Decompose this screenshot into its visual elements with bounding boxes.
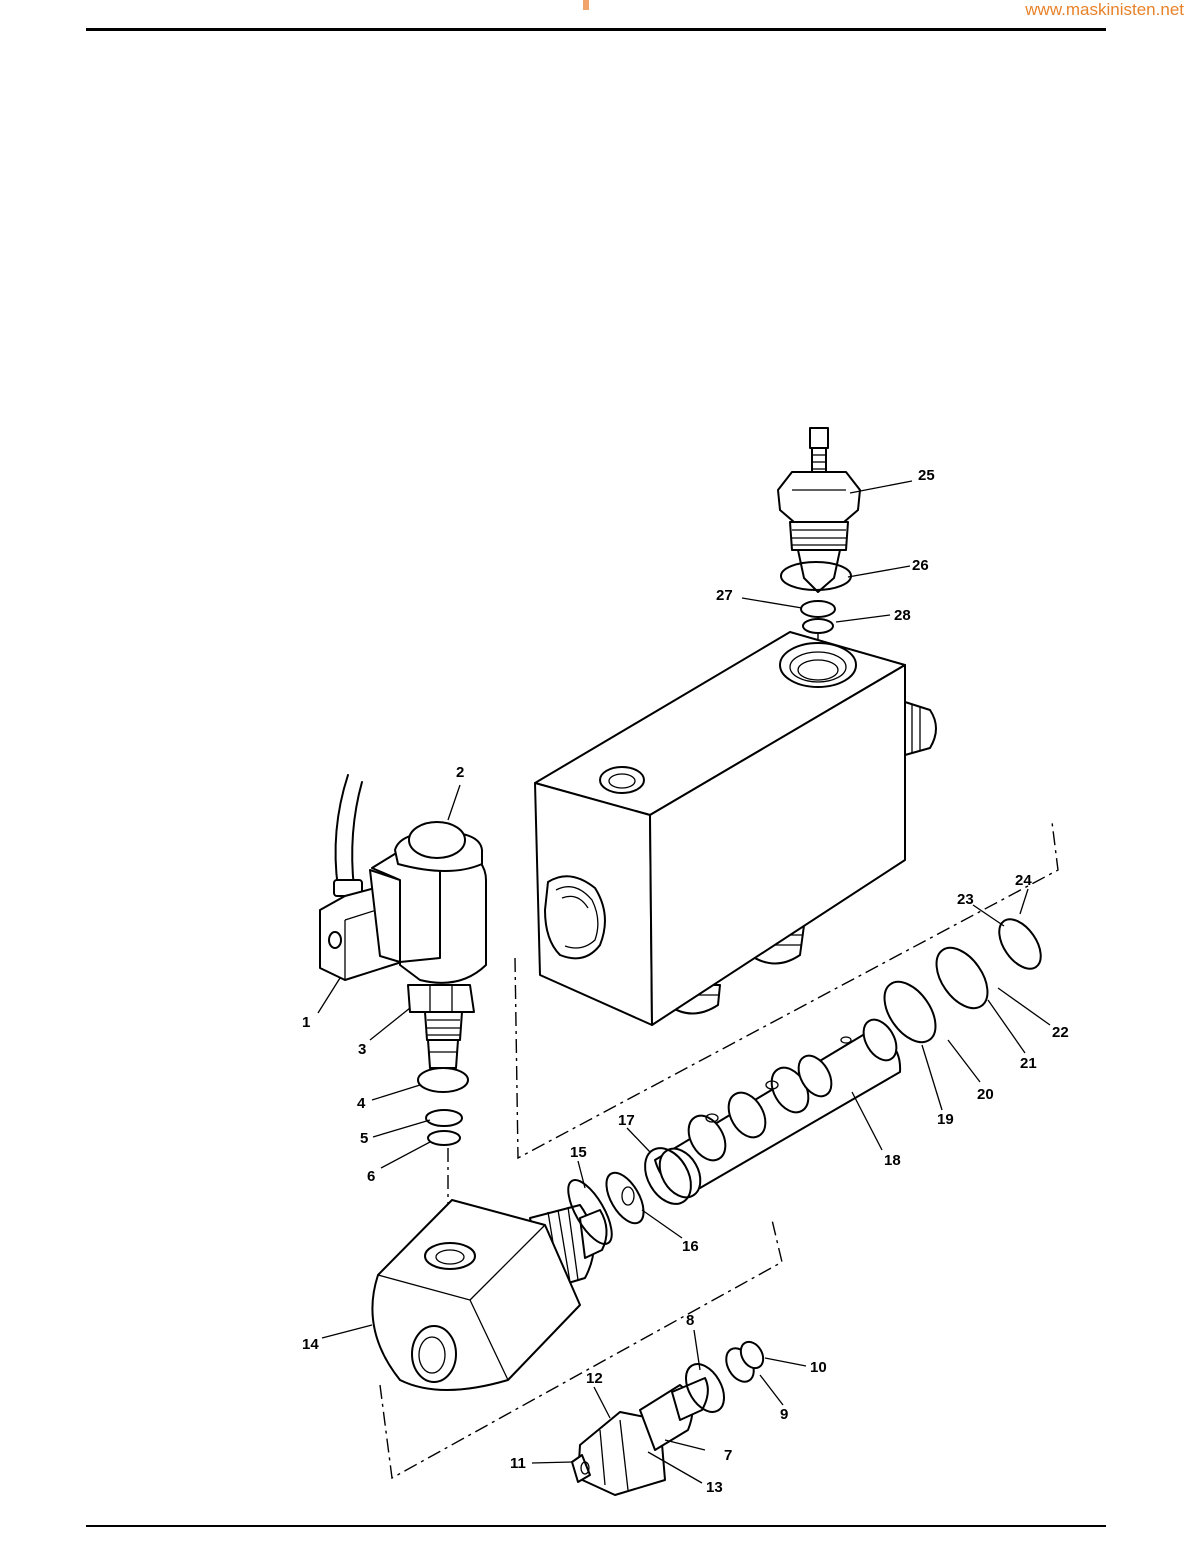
label-part-21: 21 <box>1020 1055 1037 1072</box>
label-part-14: 14 <box>302 1336 319 1353</box>
label-part-2: 2 <box>456 764 464 781</box>
label-part-20: 20 <box>977 1086 994 1103</box>
label-part-12: 12 <box>586 1370 603 1387</box>
label-part-7: 7 <box>724 1447 732 1464</box>
label-part-8: 8 <box>686 1312 694 1329</box>
label-part-24: 24 <box>1015 872 1032 889</box>
label-part-28: 28 <box>894 607 911 624</box>
label-part-11: 11 <box>510 1455 526 1472</box>
label-part-27: 27 <box>716 587 733 604</box>
relief-valve-25 <box>778 428 860 633</box>
label-part-25: 25 <box>918 467 935 484</box>
label-part-26: 26 <box>912 557 929 574</box>
valve-block <box>535 632 936 1025</box>
label-part-18: 18 <box>884 1152 901 1169</box>
label-part-15: 15 <box>570 1144 587 1161</box>
label-part-10: 10 <box>810 1359 827 1376</box>
label-part-6: 6 <box>367 1168 375 1185</box>
label-part-1: 1 <box>302 1014 310 1031</box>
label-part-19: 19 <box>937 1111 954 1128</box>
label-part-3: 3 <box>358 1041 366 1058</box>
label-part-22: 22 <box>1052 1024 1069 1041</box>
label-part-16: 16 <box>682 1238 699 1255</box>
label-part-5: 5 <box>360 1130 368 1147</box>
label-part-17: 17 <box>618 1112 635 1129</box>
label-part-4: 4 <box>357 1095 366 1112</box>
solenoid-assembly <box>320 775 486 1145</box>
label-part-13: 13 <box>706 1479 723 1496</box>
label-part-23: 23 <box>957 891 974 908</box>
label-part-9: 9 <box>780 1406 788 1423</box>
end-cap-14 <box>372 1167 651 1390</box>
